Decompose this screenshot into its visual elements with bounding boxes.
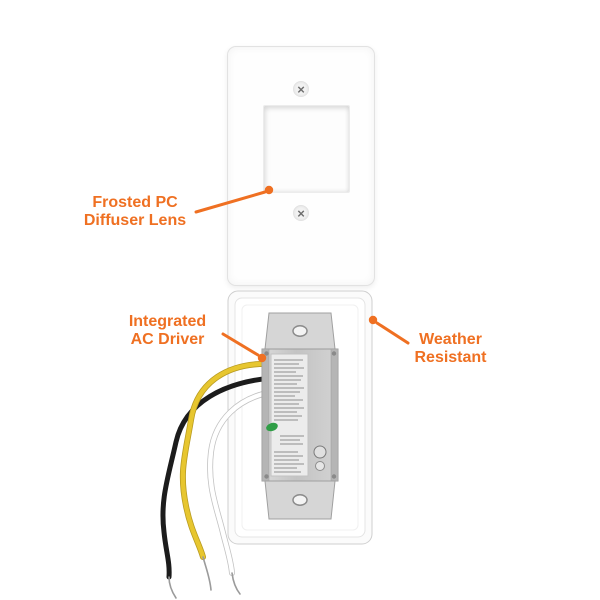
screw-top: × (293, 81, 309, 97)
callout-weather-line2: Resistant (414, 349, 487, 366)
callout-weather-line1: Weather (419, 331, 482, 348)
wire-yellow (179, 360, 275, 591)
callout-frosted-line1: Frosted PC (92, 194, 178, 211)
indicator-led (266, 422, 278, 432)
wire-white (207, 389, 275, 595)
callout-ac-driver: Integrated AC Driver (105, 313, 230, 349)
screw-cross-icon: × (297, 205, 305, 221)
callout-frosted-line2: Diffuser Lens (83, 212, 187, 229)
wire-harness (160, 360, 275, 599)
diffuser-lens (263, 105, 350, 193)
callout-driver-line1: Integrated (128, 313, 207, 330)
screw-cross-icon: × (297, 81, 305, 97)
mounting-hole-top (292, 325, 308, 337)
wall-plate-front: × × (227, 46, 375, 286)
certification-mark (313, 445, 327, 471)
screw-bottom: × (293, 205, 309, 221)
callout-frosted-lens: Frosted PC Diffuser Lens (70, 194, 200, 230)
callout-weather-resistant: Weather Resistant (398, 331, 503, 367)
mounting-hole-bottom (292, 494, 308, 506)
ac-driver (261, 312, 339, 520)
driver-spec-label (270, 353, 309, 477)
weather-housing (227, 290, 373, 545)
rivets (264, 351, 337, 479)
wire-black (160, 375, 275, 599)
callout-driver-line2: AC Driver (130, 331, 205, 348)
